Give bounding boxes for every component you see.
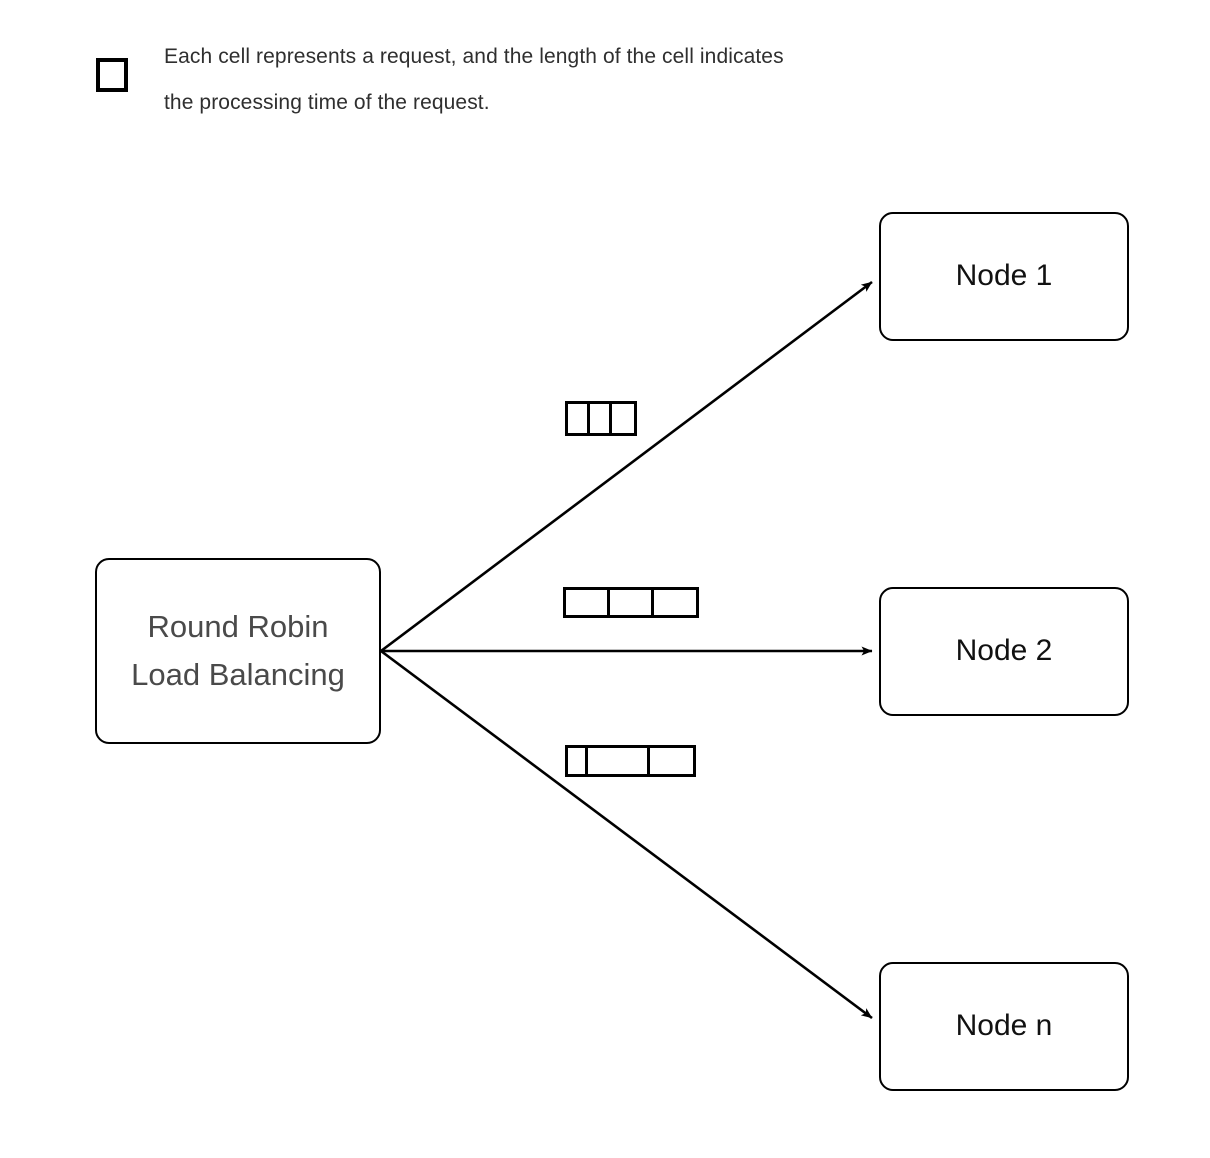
request-queue-node2: [563, 587, 699, 618]
request-cell: [588, 748, 650, 774]
node-label-node1: Node 1: [955, 259, 1053, 293]
request-cell: [566, 590, 610, 615]
source-node-label: Round Robin Load Balancing: [131, 608, 345, 692]
request-cell: [568, 748, 588, 774]
request-cell: [590, 404, 612, 433]
request-cell: [568, 404, 590, 433]
edge-source-to-noden: [380, 649, 873, 1020]
request-queue-noden: [565, 745, 696, 777]
request-cell: [612, 404, 634, 433]
request-cell: [654, 590, 696, 615]
empty-square-icon: [96, 58, 128, 92]
legend: Each cell represents a request, and the …: [90, 34, 990, 134]
node-label-node2: Node 2: [955, 634, 1053, 668]
request-queue-node1: [565, 401, 637, 436]
node-box-noden[interactable]: Node n: [879, 962, 1129, 1091]
edge-source-to-node1: [380, 280, 873, 653]
legend-caption: Each cell represents a request, and the …: [164, 45, 784, 114]
node-box-node2[interactable]: Node 2: [879, 587, 1129, 716]
request-cell: [650, 748, 693, 774]
source-node-round-robin[interactable]: Round Robin Load Balancing: [95, 558, 381, 744]
node-label-noden: Node n: [955, 1009, 1053, 1043]
request-cell: [610, 590, 654, 615]
node-box-node1[interactable]: Node 1: [879, 212, 1129, 341]
